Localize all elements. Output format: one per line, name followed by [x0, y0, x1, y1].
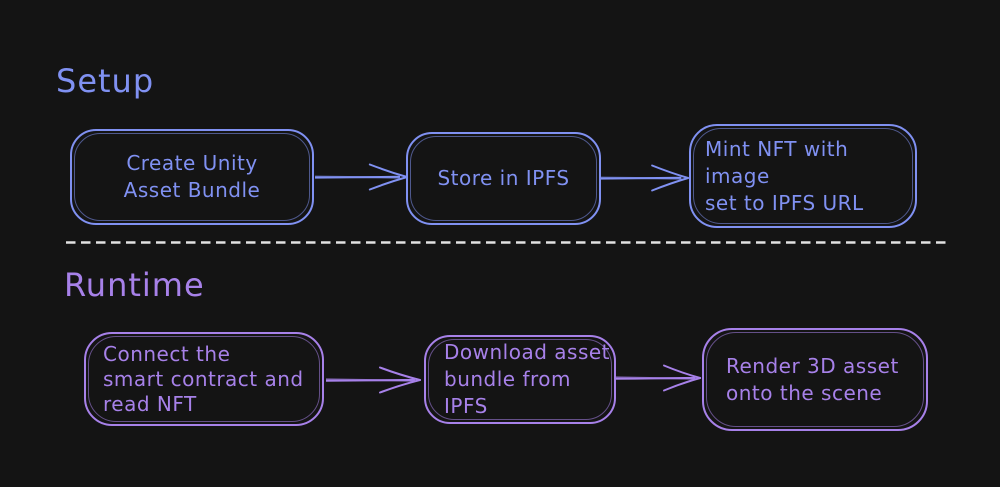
- node-label-line: onto the scene: [726, 380, 883, 405]
- node-store-in-ipfs: Store in IPFS: [406, 132, 601, 225]
- node-label-line: bundle from IPFS: [444, 367, 572, 418]
- node-label-line: Asset Bundle: [123, 178, 261, 202]
- arrow-setup-1-icon: [315, 161, 409, 193]
- node-render-3d-asset: Render 3D asset onto the scene: [702, 328, 928, 431]
- node-label-line: Mint NFT with image: [705, 136, 849, 188]
- node-label-line: smart contract and: [103, 366, 304, 391]
- node-create-unity-asset-bundle: Create Unity Asset Bundle: [70, 129, 314, 225]
- node-label-line: read NFT: [103, 391, 197, 416]
- node-mint-nft-ipfs-url: Mint NFT with image set to IPFS URL: [689, 124, 917, 228]
- node-label-line: Store in IPFS: [437, 166, 570, 190]
- arrow-setup-2-icon: [599, 162, 690, 194]
- node-label-line: set to IPFS URL: [705, 190, 864, 215]
- node-label-line: Create Unity: [126, 151, 258, 175]
- arrow-runtime-2-icon: [615, 362, 702, 394]
- node-label-line: Download asset: [444, 340, 611, 364]
- section-separator-dashed-line: [66, 240, 948, 245]
- section-title-runtime: Runtime: [64, 266, 205, 304]
- node-connect-smart-contract-read-nft: Connect the smart contract and read NFT: [84, 332, 324, 426]
- node-label-line: Connect the: [103, 341, 231, 366]
- node-download-asset-bundle: Download asset bundle from IPFS: [424, 335, 616, 424]
- arrow-runtime-1-icon: [326, 364, 422, 396]
- node-label-line: Render 3D asset: [726, 353, 899, 378]
- section-title-setup: Setup: [56, 62, 155, 100]
